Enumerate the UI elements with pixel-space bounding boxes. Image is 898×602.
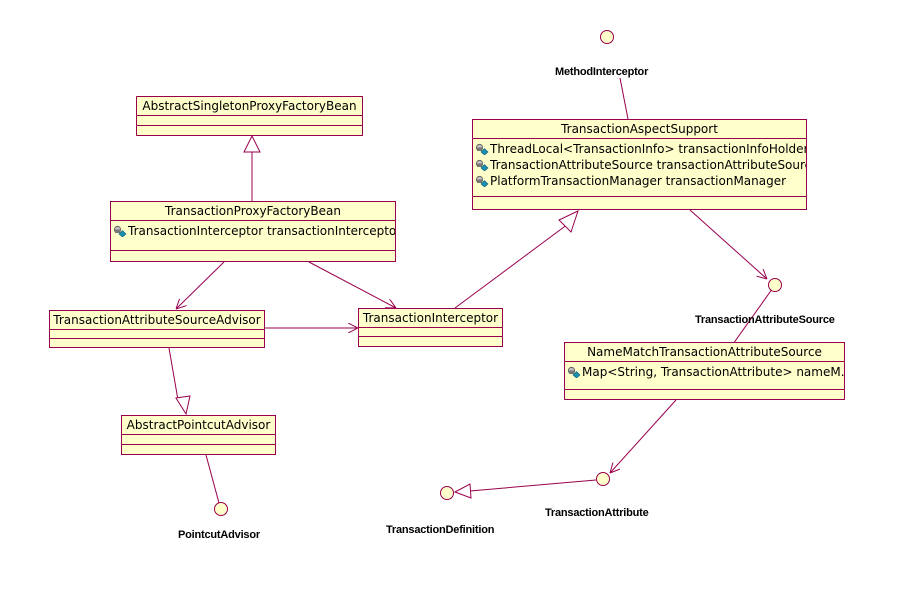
class-transaction-proxy-factory-bean[interactable]: TransactionProxyFactoryBean TransactionI… xyxy=(110,201,396,262)
class-abstract-pointcut-advisor[interactable]: AbstractPointcutAdvisor xyxy=(121,415,276,455)
attribute-text: ThreadLocal<TransactionInfo> transaction… xyxy=(490,142,806,156)
class-name: TransactionInterceptor xyxy=(362,311,499,325)
operation-compartment xyxy=(111,250,395,261)
attribute-row: ThreadLocal<TransactionInfo> transaction… xyxy=(473,141,806,157)
interface-label-pointcut-advisor: PointcutAdvisor xyxy=(178,529,260,541)
class-name: NameMatchTransactionAttributeSource xyxy=(587,345,822,359)
operation-compartment xyxy=(137,125,362,135)
generalization-interceptor xyxy=(454,223,569,309)
generalization-advisor xyxy=(168,347,179,401)
attribute-compartment xyxy=(122,434,275,444)
private-attribute-icon xyxy=(475,159,489,171)
interface-label-transaction-definition: TransactionDefinition xyxy=(386,524,495,536)
interface-label-transaction-attribute: TransactionAttribute xyxy=(545,507,649,519)
class-transaction-attribute-source-advisor[interactable]: TransactionAttributeSourceAdvisor xyxy=(49,310,265,348)
attribute-row: TransactionAttributeSource transactionAt… xyxy=(473,157,806,173)
operation-compartment xyxy=(122,444,275,454)
association-to-attribute-source xyxy=(689,209,767,279)
class-name: AbstractPointcutAdvisor xyxy=(126,418,271,432)
attribute-row: TransactionInterceptor transactionInterc… xyxy=(111,223,395,239)
operation-compartment xyxy=(565,389,844,399)
interface-method-interceptor-icon[interactable] xyxy=(600,30,614,44)
operation-compartment xyxy=(473,196,806,209)
attribute-text: TransactionInterceptor transactionInterc… xyxy=(128,224,395,238)
class-transaction-interceptor[interactable]: TransactionInterceptor xyxy=(358,308,503,347)
class-abstract-singleton-proxy-factory-bean[interactable]: AbstractSingletonProxyFactoryBean xyxy=(136,96,363,136)
interface-label-transaction-attribute-source: TransactionAttributeSource xyxy=(695,314,835,326)
attribute-compartment xyxy=(137,115,362,125)
class-name: TransactionAspectSupport xyxy=(561,122,718,136)
operation-compartment xyxy=(50,338,264,347)
attribute-compartment: ThreadLocal<TransactionInfo> transaction… xyxy=(473,138,806,196)
class-name-match-transaction-attribute-source[interactable]: NameMatchTransactionAttributeSource Map<… xyxy=(564,342,845,400)
attribute-compartment: TransactionInterceptor transactionInterc… xyxy=(111,220,395,250)
class-name: TransactionProxyFactoryBean xyxy=(165,204,341,218)
interface-pointcut-advisor-icon[interactable] xyxy=(214,502,228,516)
attribute-row: PlatformTransactionManager transactionMa… xyxy=(473,173,806,189)
attribute-compartment: Map<String, TransactionAttribute> nameM.… xyxy=(565,361,844,389)
attribute-text: PlatformTransactionManager transactionMa… xyxy=(490,174,787,188)
private-attribute-icon xyxy=(567,366,581,378)
attribute-compartment xyxy=(359,327,502,336)
association-to-transaction-attribute xyxy=(610,399,677,473)
realization-pointcut-advisor xyxy=(205,454,220,504)
generalization-transaction-attribute xyxy=(469,479,597,492)
private-attribute-icon xyxy=(475,143,489,155)
interface-transaction-attribute-icon[interactable] xyxy=(596,472,610,486)
attribute-text: TransactionAttributeSource transactionAt… xyxy=(490,158,806,172)
realization-method-interceptor xyxy=(619,77,629,120)
interface-transaction-definition-icon[interactable] xyxy=(440,486,454,500)
interface-transaction-attribute-source-icon[interactable] xyxy=(768,278,782,292)
class-name: TransactionAttributeSourceAdvisor xyxy=(53,313,261,327)
attribute-text: Map<String, TransactionAttribute> nameM.… xyxy=(582,365,844,379)
private-attribute-icon xyxy=(475,175,489,187)
operation-compartment xyxy=(359,336,502,346)
class-name: AbstractSingletonProxyFactoryBean xyxy=(142,99,357,113)
attribute-row: Map<String, TransactionAttribute> nameM.… xyxy=(565,364,844,380)
interface-label-method-interceptor: MethodInterceptor xyxy=(555,66,649,78)
association-proxy-to-advisor xyxy=(176,261,225,309)
class-transaction-aspect-support[interactable]: TransactionAspectSupport ThreadLocal<Tra… xyxy=(472,119,807,210)
attribute-compartment xyxy=(50,329,264,338)
private-attribute-icon xyxy=(113,225,127,237)
association-proxy-to-interceptor xyxy=(308,261,396,308)
